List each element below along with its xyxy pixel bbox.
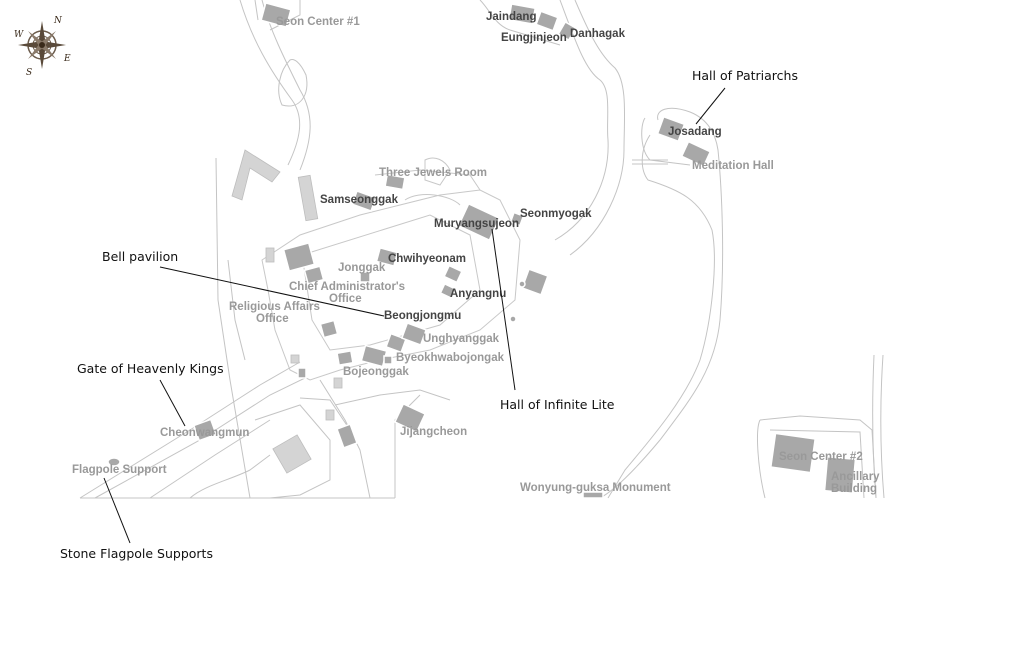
annotations: Hall of Patriarchs Bell pavilion Gate of…: [60, 68, 798, 561]
label-anyangnu: Anyangnu: [450, 288, 506, 300]
compass-n: N: [53, 16, 63, 26]
label-unghyanggak: Unghyanggak: [423, 333, 500, 345]
leader-hall-of-patriarchs: [695, 87, 726, 125]
annotation-stone-flagpole-supports: Stone Flagpole Supports: [60, 546, 213, 561]
label-chwihyeonam: Chwihyeonam: [388, 253, 466, 265]
label-seonmyogak: Seonmyogak: [520, 208, 592, 220]
map-labels: Seon Center #1 Jaindang Eungjinjeon Danh…: [72, 11, 880, 495]
label-samseonggak: Samseonggak: [320, 194, 399, 206]
label-cheonwangmun: Cheonwangmun: [160, 427, 249, 439]
leader-gate-of-heavenly-kings: [159, 379, 186, 427]
annotation-hall-of-patriarchs: Hall of Patriarchs: [692, 68, 798, 83]
label-beongjongmu: Beongjongmu: [384, 310, 461, 322]
label-chief-admin-1: Chief Administrator's: [289, 281, 405, 293]
leader-hall-of-infinite-lite: [491, 228, 516, 391]
label-muryangsujeon: Muryangsujeon: [434, 218, 519, 230]
label-josadang: Josadang: [668, 126, 722, 138]
label-flagpole-support: Flagpole Support: [72, 464, 167, 476]
label-religious-affairs-2: Office: [256, 313, 289, 325]
label-wonyung-monument: Wonyung-guksa Monument: [520, 482, 671, 494]
map-base: [79, 0, 885, 499]
compass-rose-icon: N E S W: [14, 16, 71, 78]
label-religious-affairs-1: Religious Affairs: [229, 301, 320, 313]
label-ancillary-2: Building: [831, 483, 877, 495]
label-meditation-hall: Meditation Hall: [692, 160, 774, 172]
label-ancillary-1: Ancillary: [831, 471, 880, 483]
label-bojeonggak: Bojeonggak: [343, 366, 409, 378]
compass-s: S: [26, 68, 32, 78]
label-three-jewels-room: Three Jewels Room: [379, 167, 487, 179]
label-byeokhwabojongak: Byeokhwabojongak: [396, 352, 505, 364]
compass-e: E: [63, 54, 71, 64]
compass-w: W: [14, 30, 24, 40]
buildings: [107, 2, 857, 499]
label-danhagak: Danhagak: [570, 28, 626, 40]
leader-lines: [103, 87, 726, 544]
label-chief-admin-2: Office: [329, 293, 362, 305]
label-seon-center-2: Seon Center #2: [779, 451, 863, 463]
label-jijangcheon: Jijangcheon: [400, 426, 467, 438]
label-seon-center-1: Seon Center #1: [276, 16, 360, 28]
leader-stone-flagpole-supports: [103, 477, 131, 544]
label-jaindang: Jaindang: [486, 11, 536, 23]
label-jonggak: Jonggak: [338, 262, 386, 274]
leader-bell-pavilion: [159, 266, 385, 317]
annotation-bell-pavilion: Bell pavilion: [102, 249, 178, 264]
annotation-hall-of-infinite-lite: Hall of Infinite Lite: [500, 397, 615, 412]
annotation-gate-of-heavenly-kings: Gate of Heavenly Kings: [77, 361, 224, 376]
label-eungjinjeon: Eungjinjeon: [501, 32, 567, 44]
